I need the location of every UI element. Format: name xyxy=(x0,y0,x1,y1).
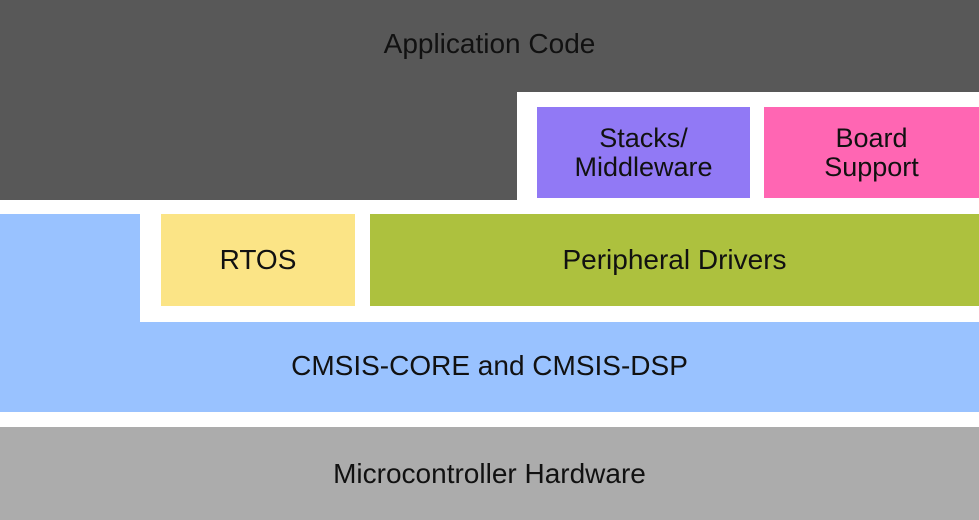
stacks-middleware-label-line2: Middleware xyxy=(574,151,713,182)
board-support-label-line1: Board xyxy=(835,122,908,153)
cmsis-label: CMSIS-CORE and CMSIS-DSP xyxy=(291,350,688,381)
rtos-label: RTOS xyxy=(219,244,297,275)
board-support-label-line2: Support xyxy=(824,151,919,182)
stacks-middleware-block: Stacks/ Middleware xyxy=(537,107,750,198)
microcontroller-hardware-layer: Microcontroller Hardware xyxy=(0,427,979,520)
rtos-block: RTOS xyxy=(161,214,355,306)
stacks-middleware-label-line1: Stacks/ xyxy=(599,122,688,153)
microcontroller-hardware-label: Microcontroller Hardware xyxy=(333,457,646,489)
application-code-label: Application Code xyxy=(383,28,596,59)
peripheral-drivers-label: Peripheral Drivers xyxy=(562,244,787,275)
peripheral-drivers-block: Peripheral Drivers xyxy=(370,214,979,306)
board-support-block: Board Support xyxy=(764,107,979,198)
